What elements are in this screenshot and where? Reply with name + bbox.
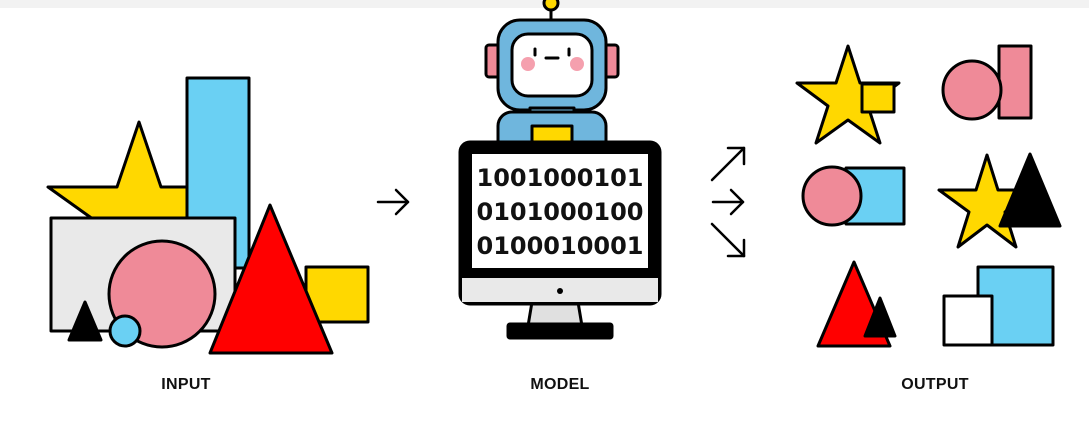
output-pink-rectangle	[997, 44, 1033, 120]
output-white-square	[942, 294, 994, 347]
input-black-small-triangle	[67, 300, 103, 342]
right-arrow-icon	[711, 188, 745, 216]
input-label: INPUT	[161, 376, 211, 393]
robot-icon	[484, 0, 620, 160]
binary-line-1: 1001000101	[477, 164, 644, 192]
computer-monitor-icon	[458, 140, 662, 340]
right-arrow-icon	[376, 188, 410, 216]
binary-line-3: 0100010001	[477, 232, 644, 260]
output-black-triangle	[998, 152, 1062, 228]
output-label: OUTPUT	[901, 376, 969, 393]
output-pink-circle	[941, 59, 1003, 121]
input-shapes-group	[46, 76, 370, 355]
output-pink-circle-2	[801, 165, 863, 227]
down-right-arrow-icon	[710, 222, 746, 258]
output-yellow-square	[860, 82, 896, 114]
binary-line-2: 0101000100	[477, 198, 644, 226]
output-black-small-triangle	[863, 296, 897, 338]
model-label: MODEL	[530, 376, 590, 393]
input-red-triangle	[208, 203, 334, 355]
output-shapes-group	[795, 44, 1062, 348]
up-right-arrow-icon	[710, 146, 746, 182]
input-blue-small-circle	[108, 314, 142, 348]
